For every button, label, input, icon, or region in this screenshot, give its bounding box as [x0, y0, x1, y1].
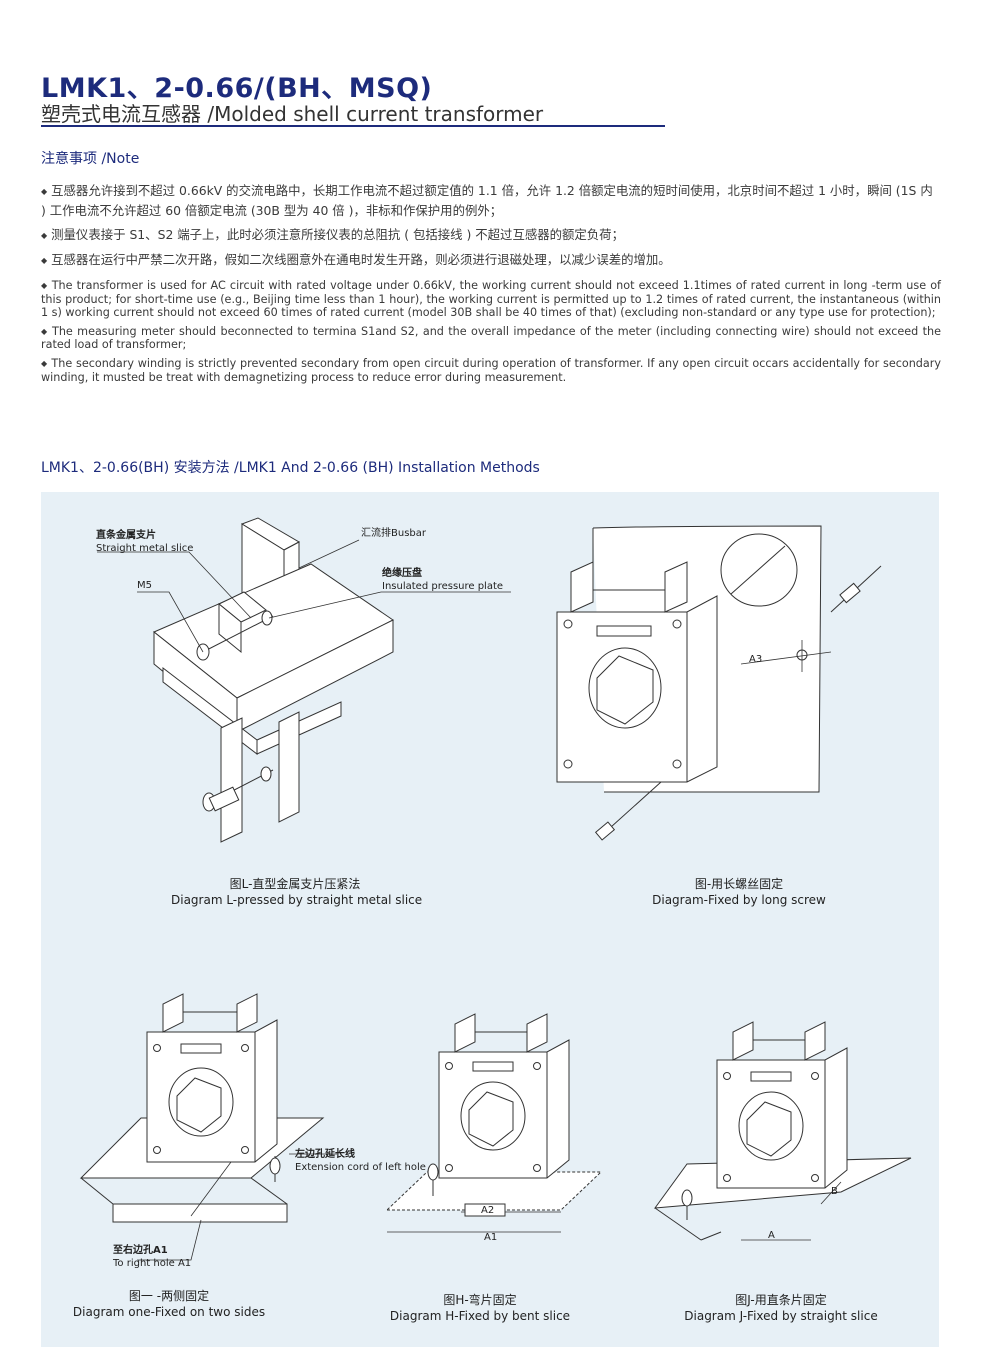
label-a3: A3 [749, 654, 763, 665]
label-pressure-plate-en: Insulated pressure plate [382, 581, 504, 592]
note-en-item: ◆The secondary winding is strictly preve… [41, 356, 941, 384]
note-cn-item: ◆测量仪表接于 S1、S2 端子上，此时必须注意所接仪表的总阻抗 ( 包括接线 … [41, 227, 624, 242]
installation-drawings [79, 517, 912, 1261]
label-extension-en: Extension cord of left hole [295, 1162, 426, 1173]
note-heading: 注意事项 /Note [41, 151, 140, 167]
label-right-hole-en: To right hole A1 [113, 1258, 192, 1269]
diagram-h-drawing [385, 1013, 603, 1233]
label-a: A [768, 1230, 775, 1241]
diagram-l-drawing [97, 517, 511, 843]
label-a2: A2 [481, 1205, 495, 1216]
bullet-icon: ◆ [41, 187, 48, 196]
label-right-hole-cn: 至右边孔A1 [113, 1245, 168, 1256]
page-title: LMK1、2-0.66/(BH、MSQ) [41, 73, 433, 104]
label-extension-cn: 左边孔延长线 [295, 1149, 355, 1160]
diagram-j-drawing [653, 1021, 912, 1241]
label-b: B [831, 1186, 838, 1197]
label-m5: M5 [137, 580, 152, 591]
bullet-icon: ◆ [41, 231, 48, 240]
note-cn-item: ◆互感器在运行中严禁二次开路，假如二次线圈意外在通电时发生开路，则必须进行退磁处… [41, 252, 671, 267]
label-straight-slice-en: Straight metal slice [96, 543, 194, 554]
caption-diagram-j: 图J-用直条片固定 Diagram J-Fixed by straight sl… [684, 1293, 878, 1323]
caption-diagram-long-screw: 图-用长螺丝固定 Diagram-Fixed by long screw [652, 877, 826, 907]
note-en-list: ◆The transformer is used for AC circuit … [41, 279, 941, 389]
installation-diagram-panel: 直条金属支片 Straight metal slice M5 汇流排Busbar… [41, 492, 939, 1347]
label-a1: A1 [484, 1232, 498, 1243]
diagram-long-screw-drawing [556, 525, 882, 841]
bullet-icon: ◆ [41, 256, 48, 265]
installation-heading: LMK1、2-0.66(BH) 安装方法 /LMK1 And 2-0.66 (B… [41, 460, 540, 476]
note-en-item: ◆The transformer is used for AC circuit … [41, 279, 941, 320]
note-cn-list: ◆互感器允许接到不超过 0.66kV 的交流电路中，长期工作电流不超过额定值的 … [41, 181, 941, 275]
label-busbar: 汇流排Busbar [361, 528, 426, 539]
bullet-icon: ◆ [41, 358, 48, 368]
label-pressure-plate-cn: 绝缘压盘 [382, 568, 422, 579]
bullet-icon: ◆ [41, 326, 48, 336]
page-subtitle: 塑壳式电流互感器 /Molded shell current transform… [41, 102, 544, 126]
note-cn-item: ◆互感器允许接到不超过 0.66kV 的交流电路中，长期工作电流不超过额定值的 … [41, 183, 933, 218]
label-straight-slice-cn: 直条金属支片 [96, 530, 156, 541]
diagram-one-drawing [79, 993, 337, 1261]
bullet-icon: ◆ [41, 281, 48, 290]
caption-diagram-h: 图H-弯片固定 Diagram H-Fixed by bent slice [389, 1293, 571, 1323]
caption-diagram-l: 图L-直型金属支片压紧法 Diagram L-pressed by straig… [171, 877, 423, 907]
title-underline [41, 125, 665, 127]
note-en-item: ◆The measuring meter should beconnected … [41, 324, 941, 352]
caption-diagram-one: 图一 -两侧固定 Diagram one-Fixed on two sides [72, 1289, 266, 1319]
